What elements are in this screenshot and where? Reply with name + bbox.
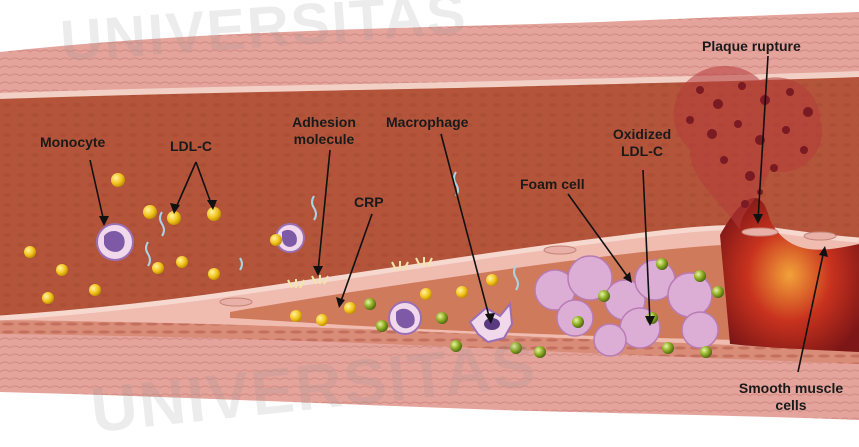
label-plaque-rupture: Plaque rupture — [702, 38, 801, 55]
label-macrophage: Macrophage — [386, 114, 468, 131]
label-ldl-c: LDL-C — [170, 138, 212, 155]
label-foam-cell: Foam cell — [520, 176, 585, 193]
label-crp: CRP — [354, 194, 384, 211]
label-smooth-muscle-cells: Smooth muscle cells — [726, 380, 856, 414]
label-monocyte: Monocyte — [40, 134, 105, 151]
atherosclerosis-diagram — [0, 0, 859, 434]
label-oxidized-ldl-c: Oxidized LDL-C — [602, 126, 682, 160]
label-adhesion-molecule: Adhesion molecule — [284, 114, 364, 148]
